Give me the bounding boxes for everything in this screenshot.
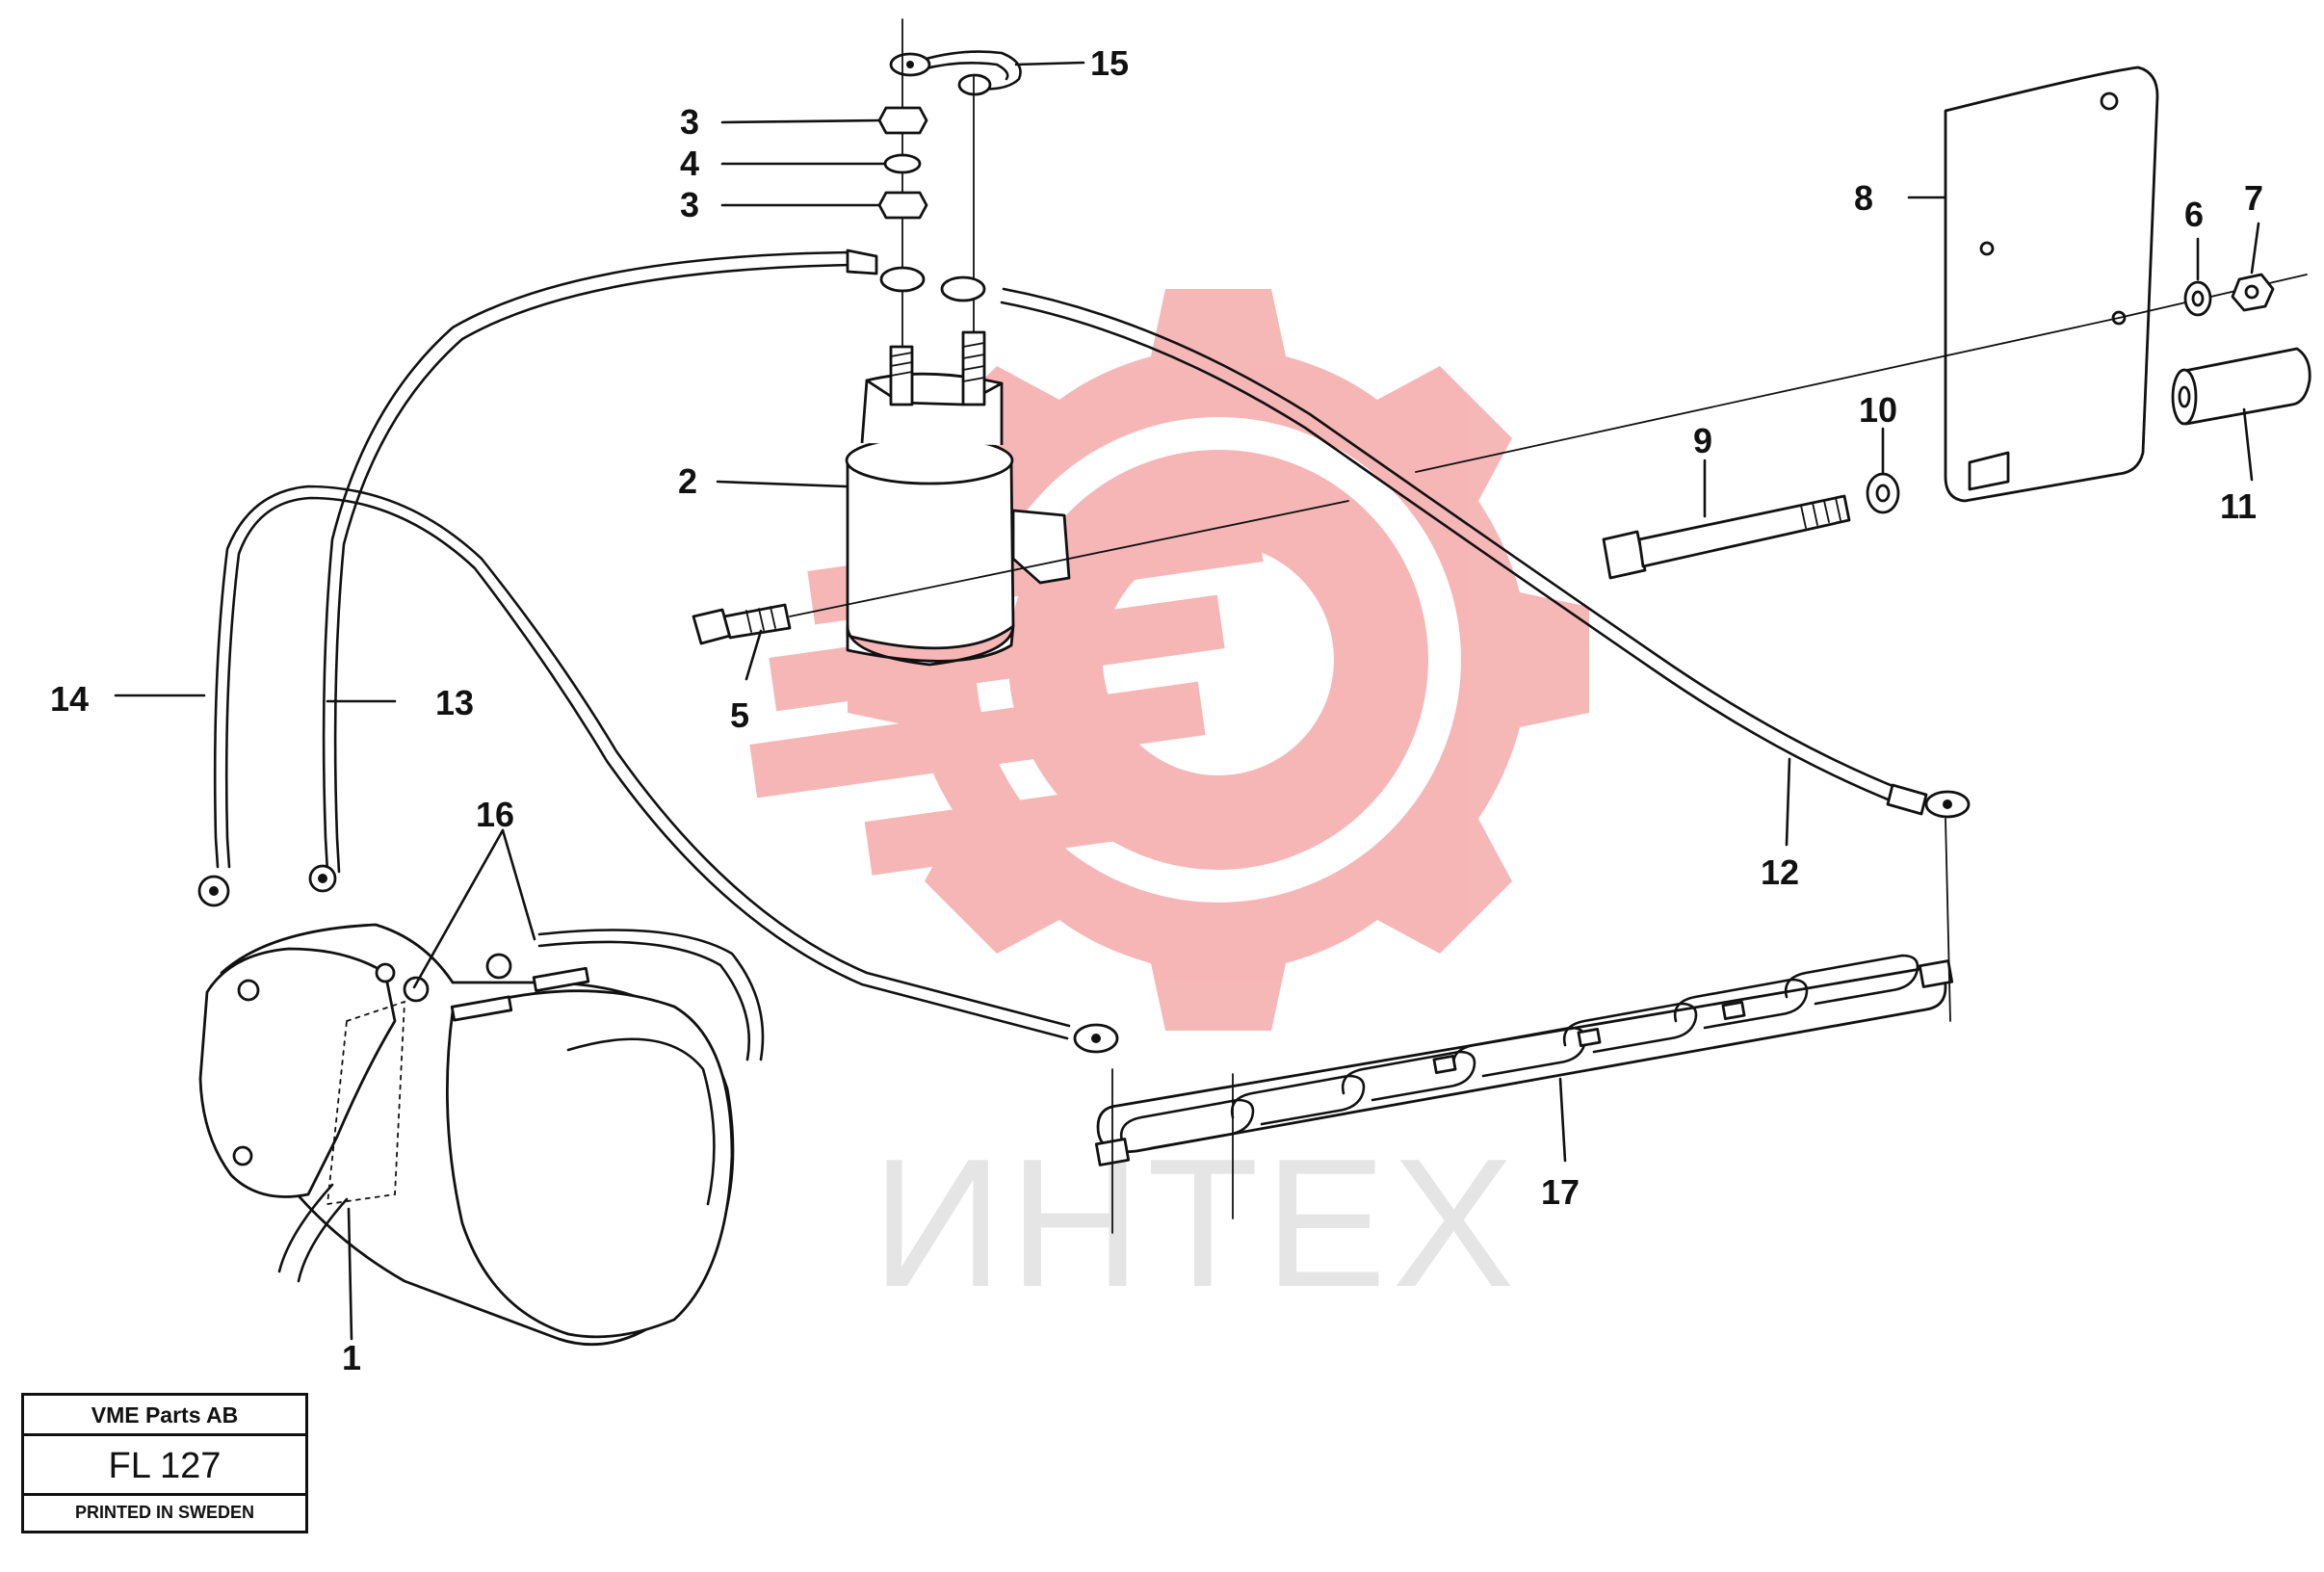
cable-tray: [1094, 818, 1954, 1234]
callout-6: 6: [2184, 195, 2204, 234]
cable-16-lead-2: [537, 940, 751, 1061]
bolt-5: [692, 500, 1349, 645]
callout-3a: 3: [680, 102, 699, 142]
cable-16-lead: [537, 929, 765, 1061]
callout-13: 13: [435, 683, 474, 722]
callout-8: 8: [1854, 178, 1873, 218]
nut-7: [2231, 273, 2275, 312]
cable-14: [197, 485, 1119, 1054]
callout-4: 4: [680, 144, 699, 183]
cable-12: [1000, 287, 1971, 819]
callout-16: 16: [476, 795, 514, 834]
title-block-printed: PRINTED IN SWEDEN: [74, 1503, 254, 1522]
callout-7: 7: [2244, 178, 2263, 218]
title-block: VME Parts AB FL 127 PRINTED IN SWEDEN: [21, 1393, 308, 1533]
watermark-stripe-3: [749, 681, 1206, 799]
solenoid-relay: [845, 330, 1071, 667]
watermark-text: ИНТЕХ: [872, 1121, 1520, 1325]
callout-9: 9: [1693, 421, 1712, 460]
callout-5: 5: [730, 695, 749, 735]
callout-11: 11: [2220, 486, 2257, 526]
title-block-code: FL 127: [24, 1436, 305, 1496]
axis-line-6-7: [2118, 274, 2308, 319]
callout-1: 1: [342, 1338, 361, 1377]
callout-15: 15: [1090, 43, 1129, 83]
cable-13: [308, 249, 878, 893]
axis-line-5: [789, 500, 1349, 617]
watermark-stripe-4: [864, 777, 1188, 876]
starter-solenoid-cap: [446, 989, 734, 1339]
starter-motor: [198, 923, 735, 1347]
callout-3b: 3: [680, 185, 699, 224]
axis-line-9: [1415, 317, 2120, 473]
callout-17: 17: [1541, 1172, 1580, 1212]
spacer-11: [2171, 347, 2311, 426]
washer-6: [2183, 280, 2212, 317]
callout-14: 14: [50, 679, 89, 719]
bracket-plate: [1944, 66, 2159, 503]
leader-lines: [114, 61, 2260, 1341]
callout-2: 2: [678, 461, 697, 501]
bolt-9: [1602, 494, 1851, 580]
callout-12: 12: [1761, 852, 1799, 892]
starter-flange: [198, 947, 397, 1198]
cable-15: [889, 50, 1022, 96]
washer-10: [1866, 472, 1900, 514]
callouts: 15 3 4 3 2 5 8 6 7 9 10 11 12 13 14 16 1…: [50, 43, 2263, 1377]
title-block-company: VME Parts AB: [24, 1396, 305, 1436]
callout-10: 10: [1859, 390, 1897, 430]
